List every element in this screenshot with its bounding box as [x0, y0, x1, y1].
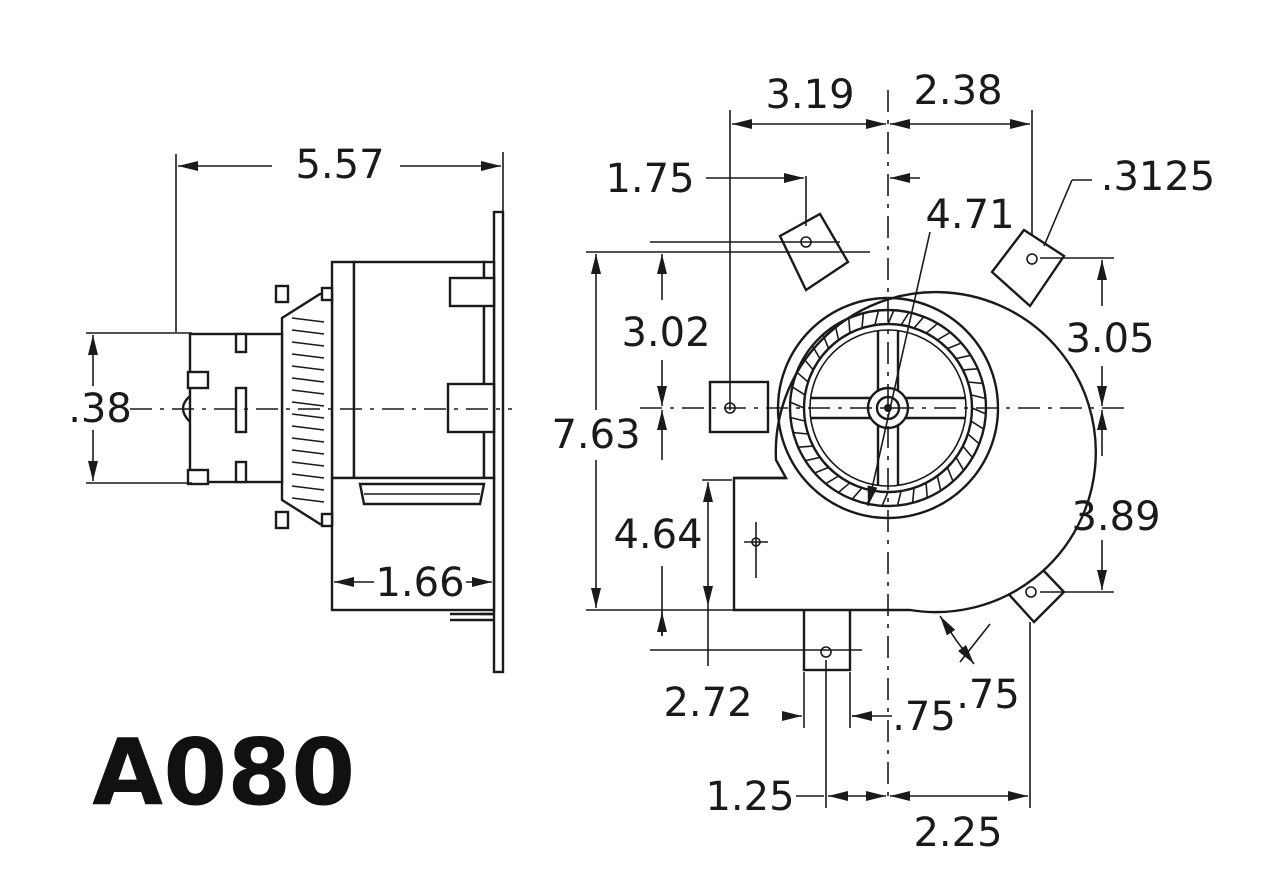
label-right-upper: 3.05	[1065, 316, 1154, 362]
label-tab-hole-diameter: .3125	[1101, 154, 1216, 200]
dim-3-05-3-89: 3.05 3.89	[1040, 257, 1161, 593]
dim-5-57: 5.57	[175, 142, 504, 332]
dim-0-38: .38	[68, 332, 192, 484]
label-left-to-center: 3.19	[765, 72, 854, 118]
dim-4-71: 4.71	[867, 192, 1015, 507]
dim-7-63-3-02: 7.63 3.02	[551, 241, 870, 611]
label-overall-height: 7.63	[551, 412, 640, 458]
dim-0-75-diagonal: .75	[939, 615, 1020, 718]
label-lower-right-tab: .75	[956, 672, 1020, 718]
label-center-to-lower-right: 2.25	[913, 810, 1002, 856]
front-view: 3.19 2.38 1.75 4.71 .3125	[551, 68, 1215, 856]
side-outlet	[330, 476, 496, 612]
outlet-hole-mark	[744, 522, 768, 578]
dim-4-64: 4.64	[613, 410, 703, 636]
dim-0-75-bottom: .75	[782, 672, 956, 740]
label-outlet-height: 2.72	[663, 680, 752, 726]
dim-2-72: 2.72	[650, 479, 862, 726]
side-motor-fins	[274, 284, 334, 530]
side-view: 5.57 .38 1.66	[68, 142, 512, 674]
label-overall-length: 5.57	[295, 142, 384, 188]
label-center-to-right-tab: 2.38	[913, 68, 1002, 114]
dim-0-3125: .3125	[1043, 154, 1216, 247]
label-left-tab-offset: 1.75	[605, 156, 694, 202]
dim-1-66: 1.66	[334, 560, 492, 606]
label-bottom-tab-width: .75	[892, 694, 956, 740]
mounting-tab-top-right	[990, 228, 1066, 308]
label-bottom-tab-offset: 1.25	[705, 774, 794, 820]
side-motor-can	[181, 332, 284, 486]
dim-1-75: 1.75	[605, 156, 920, 226]
dim-1-25-2-25: 1.25 2.25	[705, 622, 1031, 856]
mounting-tab-bottom	[802, 604, 852, 672]
dim-3-19-2-38: 3.19 2.38	[729, 68, 1033, 410]
label-shaft-offset: .38	[68, 386, 132, 432]
label-outlet-depth: 1.66	[375, 560, 464, 606]
side-housing	[330, 260, 496, 480]
model-label: A080	[92, 719, 355, 826]
label-lower-left-height: 4.64	[613, 512, 702, 558]
label-upper-height: 3.02	[621, 310, 710, 356]
label-right-lower: 3.89	[1071, 494, 1160, 540]
label-wheel-diameter: 4.71	[925, 192, 1014, 238]
mounting-tab-left	[708, 380, 770, 434]
